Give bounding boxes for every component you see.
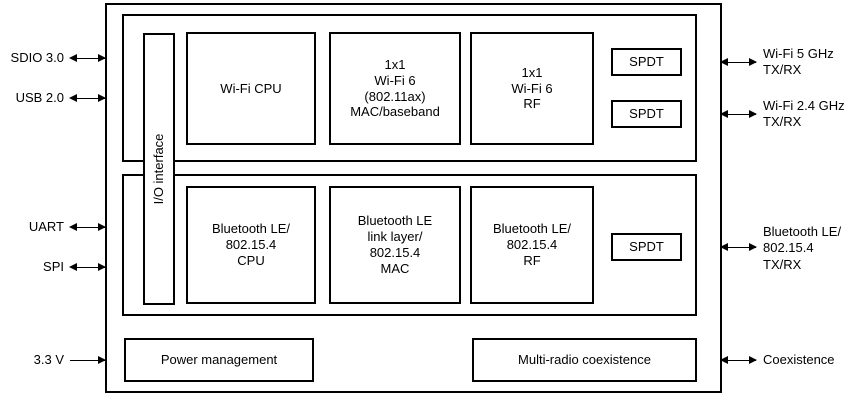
bluetooth-rf-block[interactable]: Bluetooth LE/ 802.15.4 RF: [470, 186, 594, 304]
wifi-cpu-block[interactable]: Wi-Fi CPU: [186, 32, 316, 145]
port-arrowhead-coexistence-left: [720, 356, 728, 364]
power-management-block[interactable]: Power management: [124, 338, 314, 382]
port-line-wifi-24ghz: [722, 114, 756, 115]
port-arrowhead-wifi-24ghz-left: [720, 110, 728, 118]
port-label-usb-20: USB 2.0: [15, 90, 64, 105]
port-arrowhead-wifi-5ghz-right: [749, 58, 757, 66]
port-arrowhead-usb-20-right: [98, 94, 106, 102]
wifi-spdt-24ghz-switch[interactable]: SPDT: [611, 100, 682, 128]
port-label-sdio-30: SDIO 3.0: [10, 50, 64, 65]
port-arrowhead-coexistence-right: [749, 356, 757, 364]
port-arrowhead-uart-right: [98, 223, 106, 231]
wifi-spdt-5ghz-switch[interactable]: SPDT: [611, 48, 682, 76]
port-arrowhead-bluetooth-left: [720, 243, 728, 251]
port-label-spi: SPI: [43, 259, 64, 274]
port-line-sdio-30: [71, 58, 105, 59]
port-arrowhead-sdio-30-left: [69, 54, 77, 62]
bluetooth-cpu-block[interactable]: Bluetooth LE/ 802.15.4 CPU: [186, 186, 316, 304]
port-arrowhead-wifi-5ghz-left: [720, 58, 728, 66]
port-line-uart: [71, 227, 105, 228]
port-arrowhead-spi-right: [98, 263, 106, 271]
port-line-coexistence: [722, 360, 756, 361]
port-arrowhead-bluetooth-right: [749, 243, 757, 251]
port-label-uart: UART: [28, 219, 64, 234]
port-arrowhead-sdio-30-right: [98, 54, 106, 62]
port-line-33v: [70, 360, 105, 361]
wifi-mac-baseband-block[interactable]: 1x1 Wi-Fi 6 (802.11ax) MAC/baseband: [329, 32, 461, 145]
port-line-spi: [71, 267, 105, 268]
port-label-wifi-24ghz: Wi-Fi 2.4 GHz TX/RX: [763, 98, 845, 130]
port-arrowhead-usb-20-left: [69, 94, 77, 102]
io-interface-label: I/O interface: [151, 133, 167, 205]
port-line-usb-20: [71, 98, 105, 99]
port-line-bluetooth: [722, 247, 756, 248]
port-arrowhead-spi-left: [69, 263, 77, 271]
io-interface-block[interactable]: I/O interface: [143, 33, 175, 305]
wifi-rf-block[interactable]: 1x1 Wi-Fi 6 RF: [470, 32, 594, 145]
port-label-33v: 3.3 V: [33, 352, 64, 367]
port-label-wifi-5ghz: Wi-Fi 5 GHz TX/RX: [763, 46, 834, 78]
port-label-coexistence: Coexistence: [763, 352, 835, 367]
port-line-wifi-5ghz: [722, 62, 756, 63]
port-arrowhead-33v-right: [98, 356, 106, 364]
port-arrowhead-uart-left: [69, 223, 77, 231]
port-label-bluetooth: Bluetooth LE/ 802.15.4 TX/RX: [763, 224, 842, 272]
bluetooth-link-layer-mac-block[interactable]: Bluetooth LE link layer/ 802.15.4 MAC: [329, 186, 461, 304]
multi-radio-coexistence-block[interactable]: Multi-radio coexistence: [472, 338, 697, 382]
port-arrowhead-wifi-24ghz-right: [749, 110, 757, 118]
bluetooth-spdt-switch[interactable]: SPDT: [611, 233, 682, 261]
